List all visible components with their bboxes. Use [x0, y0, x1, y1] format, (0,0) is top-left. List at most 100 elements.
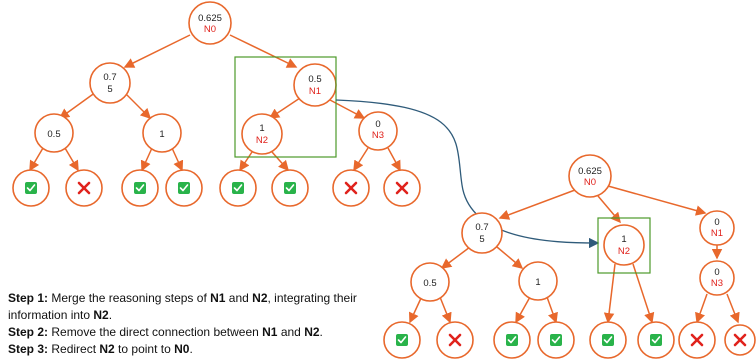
step-1-text-c: , integrating their information into: [8, 291, 357, 322]
right-a-value-2: 5: [479, 234, 484, 245]
edge-r-n3-leaf8: [726, 293, 740, 324]
edge-r-n3-leaf7: [695, 293, 708, 324]
step-2-end: .: [319, 325, 323, 339]
left-leaf-4: [165, 169, 203, 207]
right-b-value: 0.5: [423, 278, 436, 289]
left-leaf-3: [121, 169, 159, 207]
edge-n1-n3: [329, 99, 366, 119]
edge-r-n0-n1: [607, 185, 707, 216]
step-2-text-b: and: [277, 325, 305, 339]
left-n1-label: N1: [309, 86, 321, 97]
edge-n1-n2: [268, 97, 301, 119]
left-n3-value: 0: [375, 119, 380, 130]
right-leaf-2: [436, 321, 474, 359]
edge-r-c-leaf3: [515, 296, 531, 324]
right-node-n3: 0 N3: [699, 260, 735, 296]
edge-b-leaf2: [64, 147, 79, 172]
step-2-n2: N2: [304, 325, 320, 339]
left-leaves: [12, 169, 421, 207]
edge-c-leaf3: [140, 147, 153, 172]
step-3-n2: N2: [99, 342, 115, 356]
step-1-text-a: Merge the reasoning steps of: [48, 291, 211, 305]
left-leaf-2: [65, 169, 103, 207]
left-node-n3: 0 N3: [358, 111, 398, 151]
left-leaf-7: [332, 169, 370, 207]
left-node-n2: 1 N2: [241, 113, 283, 155]
left-node-n0: 0.625 N0: [188, 1, 232, 45]
edge-n0-a: [123, 34, 191, 68]
right-leaves: [383, 321, 756, 359]
cross-icon: [733, 333, 747, 347]
right-leaf-8: [724, 324, 756, 356]
left-a-value-1: 0.7: [103, 72, 116, 83]
left-leaf-1: [12, 169, 50, 207]
left-merge-highlight-box: [234, 56, 337, 158]
edge-r-n2-leaf5: [603, 263, 616, 324]
edge-r-c-leaf4: [546, 296, 558, 324]
right-leaf-7: [678, 321, 716, 359]
right-leaf-4: [537, 321, 575, 359]
edge-n2-leaf6: [271, 151, 289, 172]
left-leaf-6: [271, 169, 309, 207]
left-n0-label: N0: [204, 24, 216, 35]
left-b-value: 0.5: [47, 129, 60, 140]
step-3: Step 3: Redirect N2 to point to N0.: [8, 341, 388, 358]
edge-a-b: [58, 91, 97, 119]
right-n3-label: N3: [711, 278, 723, 289]
edge-n3-leaf7: [353, 147, 369, 172]
step-3-prefix: Step 3:: [8, 342, 49, 356]
left-a-value-2: 5: [107, 84, 112, 95]
left-node-c: 1: [142, 113, 182, 153]
left-n3-label: N3: [372, 130, 384, 141]
right-node-n1: 0 N1: [699, 210, 735, 246]
redirect-arrow: [335, 99, 600, 249]
edge-n2-leaf5: [239, 151, 253, 172]
edge-r-a-b: [440, 246, 471, 269]
edge-r-n0-a: [498, 189, 576, 220]
step-3-n0: N0: [174, 342, 190, 356]
step-1: Step 1: Merge the reasoning steps of N1 …: [8, 290, 388, 324]
step-2-n1: N1: [262, 325, 278, 339]
edge-r-b-leaf2: [439, 296, 452, 324]
left-n0-value: 0.625: [198, 13, 222, 24]
step-1-text-b: and: [225, 291, 253, 305]
left-leaf-5: [219, 169, 257, 207]
right-leaf-1: [383, 321, 421, 359]
right-n1-value: 0: [714, 217, 719, 228]
right-node-n0: 0.625 N0: [568, 154, 612, 198]
edge-n0-n1: [229, 34, 298, 68]
right-n0-value: 0.625: [578, 166, 602, 177]
right-n0-label: N0: [584, 177, 596, 188]
step-1-n2b: N2: [93, 308, 109, 322]
cross-icon: [395, 181, 409, 195]
edge-r-n2-leaf6: [632, 263, 655, 324]
edge-b-leaf1: [29, 147, 44, 172]
left-n2-value: 1: [259, 123, 264, 134]
edge-r-b-leaf1: [409, 295, 423, 324]
edge-n3-leaf8: [387, 147, 401, 172]
right-n1-label: N1: [711, 228, 723, 239]
cross-icon: [344, 181, 358, 195]
step-3-end: .: [189, 342, 193, 356]
right-n2-label: N2: [618, 246, 630, 257]
step-1-n2: N2: [252, 291, 268, 305]
right-leaf-6: [637, 321, 675, 359]
left-c-value: 1: [159, 129, 164, 140]
right-tree-edges: [409, 185, 740, 324]
right-node-a: 0.7 5: [461, 212, 503, 254]
step-1-prefix: Step 1:: [8, 291, 49, 305]
cross-icon: [690, 333, 704, 347]
cross-icon: [77, 181, 91, 195]
edge-r-a-c: [496, 246, 524, 269]
left-n2-label: N2: [256, 135, 268, 146]
right-c-value: 1: [535, 277, 540, 288]
step-2-text-a: Remove the direct connection between: [48, 325, 263, 339]
right-n2-value: 1: [621, 234, 626, 245]
left-node-a: 0.7 5: [89, 62, 131, 104]
left-tree-edges: [29, 34, 401, 172]
right-leaf-3: [493, 321, 531, 359]
right-a-value-1: 0.7: [475, 222, 488, 233]
edge-c-leaf4: [171, 147, 184, 172]
left-node-b: 0.5: [34, 113, 74, 153]
